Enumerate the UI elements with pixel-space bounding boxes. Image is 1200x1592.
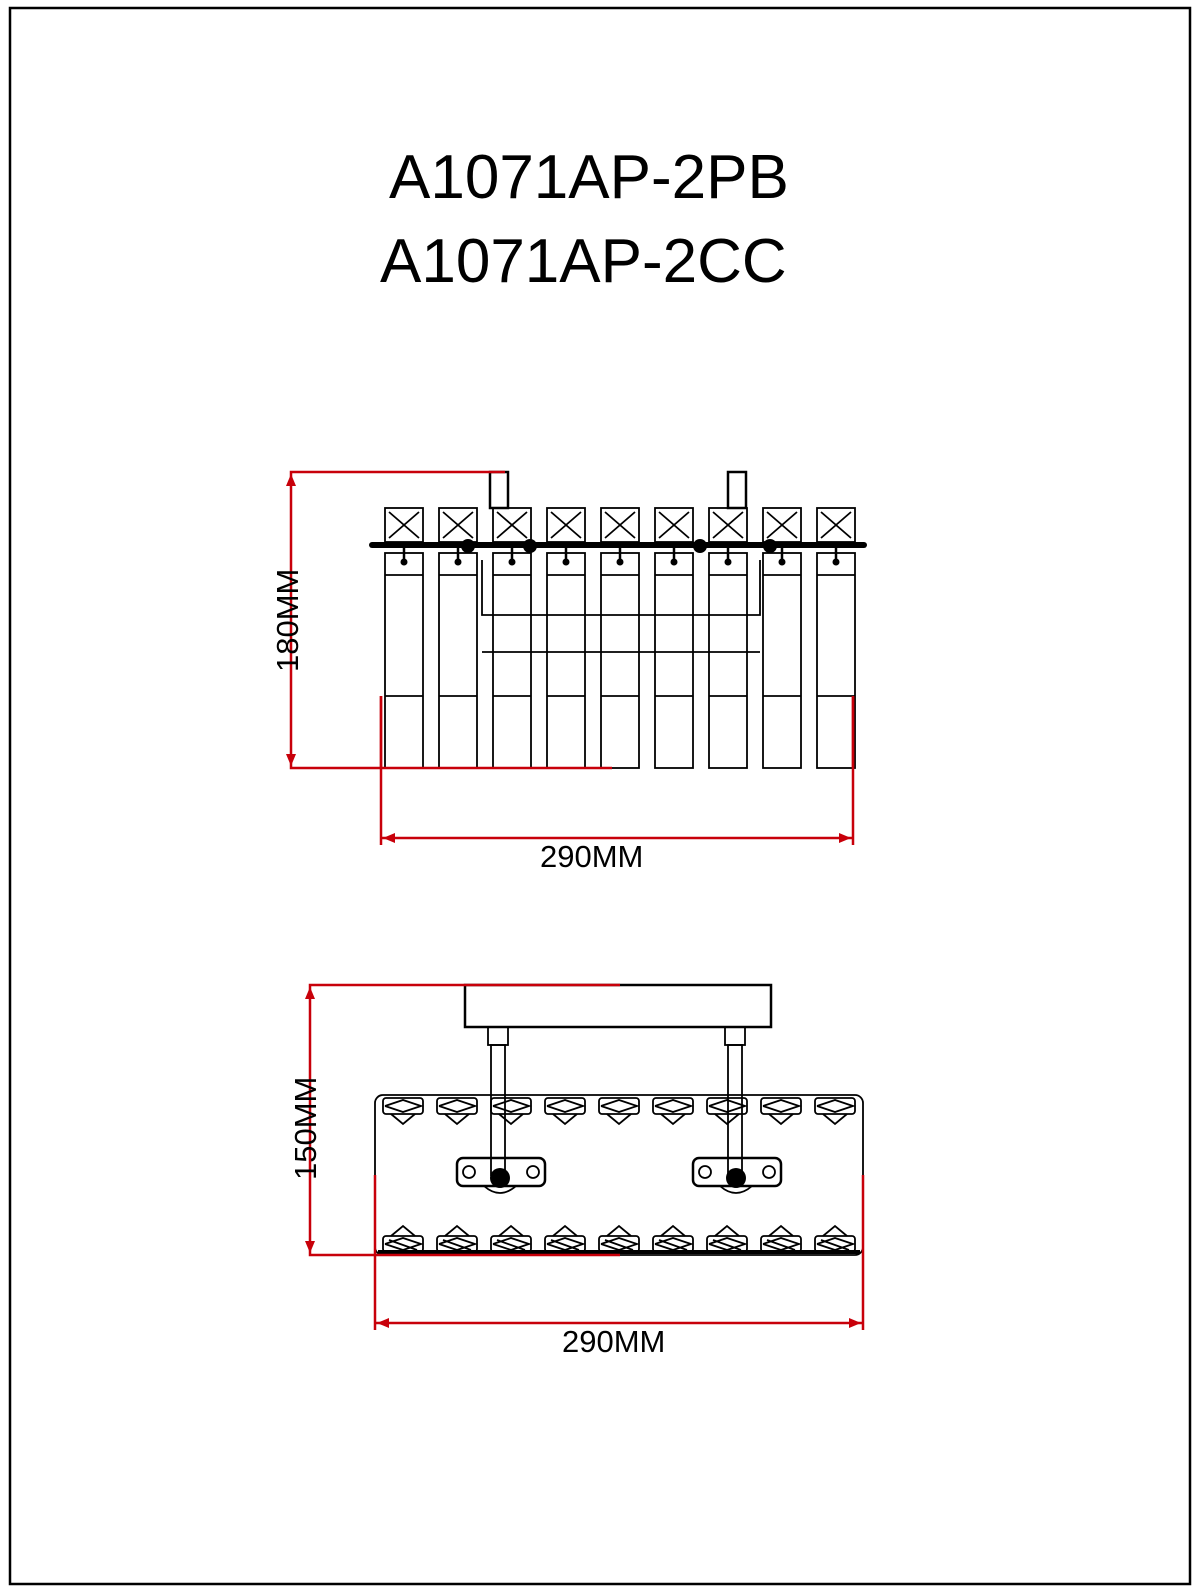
crystal-drop xyxy=(598,1224,640,1253)
crystal-bar xyxy=(762,547,802,769)
crystal-bar xyxy=(546,547,586,769)
front-view: 180MM 290MM xyxy=(270,470,867,874)
crystal-bar xyxy=(384,547,424,769)
crystal-drop xyxy=(598,1097,640,1126)
crystal-bar-row xyxy=(379,547,856,769)
crystal-drop xyxy=(436,1224,478,1253)
crystal-drop xyxy=(706,1224,748,1253)
back-plate-outline xyxy=(481,560,761,616)
top-view: 150MM 290MM xyxy=(288,983,865,1359)
dimension-arrow xyxy=(286,754,296,766)
crystal-drop xyxy=(544,1224,586,1253)
dimension-arrow xyxy=(839,833,851,843)
crystal-drop xyxy=(652,1224,694,1253)
crystal-bar xyxy=(708,547,748,769)
crystal-cap xyxy=(438,507,478,543)
crystal-bar xyxy=(600,547,640,769)
crystal-frame-body xyxy=(374,1094,864,1256)
drawing-frame xyxy=(8,6,1192,1586)
crystal-drop xyxy=(490,1097,532,1126)
crystal-drop xyxy=(436,1097,478,1126)
front-width-label: 290MM xyxy=(540,839,643,874)
dimension-arrow xyxy=(305,1241,315,1253)
dimension-arrow xyxy=(305,987,315,999)
crystal-bar xyxy=(654,547,694,769)
front-height-label: 180MM xyxy=(270,569,305,672)
crystal-drop xyxy=(544,1097,586,1126)
height-dimension-line xyxy=(289,470,612,770)
crystal-drop xyxy=(706,1097,748,1126)
top-height-dimension-line xyxy=(308,983,620,1257)
crystal-cap xyxy=(384,507,424,543)
crystal-cap xyxy=(654,507,694,543)
top-view-crystal-row-upper xyxy=(382,1097,856,1126)
crystal-bar xyxy=(492,547,532,769)
crystal-drop xyxy=(760,1097,802,1126)
crystal-cap xyxy=(816,507,856,543)
top-width-label: 290MM xyxy=(562,1324,665,1359)
crystal-cap xyxy=(492,507,532,543)
crystal-cap xyxy=(600,507,640,543)
crystal-drop xyxy=(382,1097,424,1126)
dimension-arrow xyxy=(383,833,395,843)
model-title-cc: A1071AP-2CC xyxy=(380,227,787,296)
crystal-top-row xyxy=(384,507,856,543)
holder-left xyxy=(455,1156,547,1194)
crystal-drop xyxy=(382,1224,424,1253)
crystal-drop xyxy=(652,1097,694,1126)
top-height-label: 150MM xyxy=(288,1077,323,1180)
crystal-cap xyxy=(762,507,802,543)
wall-plate xyxy=(463,983,773,1029)
dimension-arrow xyxy=(377,1318,389,1328)
rail-dot xyxy=(693,539,707,553)
crystal-cap xyxy=(546,507,586,543)
crystal-cap xyxy=(708,507,748,543)
rail-dot xyxy=(763,539,777,553)
model-title-pb: A1071AP-2PB xyxy=(389,143,789,212)
crystal-drop xyxy=(490,1224,532,1253)
holder-right xyxy=(691,1156,783,1194)
crystal-drop xyxy=(814,1097,856,1126)
rail-dot xyxy=(461,539,475,553)
crystal-drop xyxy=(814,1224,856,1253)
top-view-crystal-row-lower xyxy=(378,1224,860,1254)
dimension-arrow xyxy=(286,474,296,486)
mount-post-left xyxy=(488,470,510,510)
mount-post-right xyxy=(726,470,748,510)
dimension-arrow xyxy=(849,1318,861,1328)
crystal-bar xyxy=(816,547,856,769)
crystal-drop xyxy=(760,1224,802,1253)
crystal-bar xyxy=(438,547,478,769)
rail-dot xyxy=(523,539,537,553)
